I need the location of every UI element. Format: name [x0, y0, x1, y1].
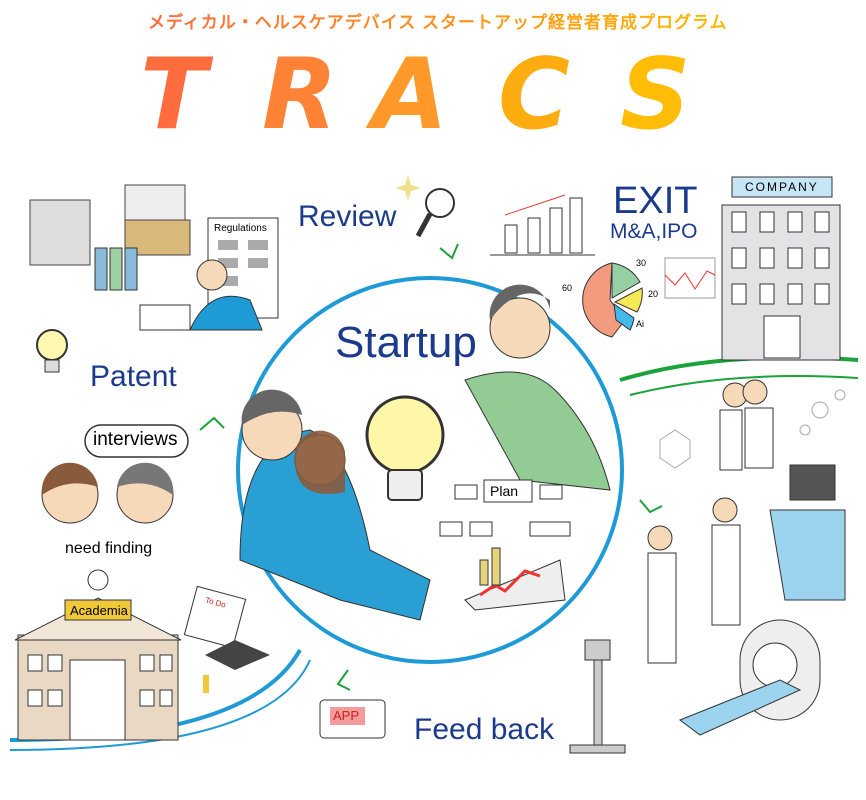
magnifier-icon: [415, 188, 455, 238]
molecule-icon: [659, 389, 846, 469]
academia-building-icon: [14, 569, 182, 741]
logo-letter-r: R: [262, 38, 338, 152]
logo-letter-s: S: [620, 38, 691, 152]
patent-lightbulb-icon: [36, 329, 68, 373]
ultrasound-machine-icon: [769, 464, 846, 601]
speech-bubble: [84, 424, 189, 458]
document-stack-icon: [29, 184, 191, 266]
program-subtitle: メディカル・ヘルスケアデバイス スタートアップ経営者育成プログラム: [148, 8, 728, 33]
plan-flowchart: [439, 479, 571, 537]
patent-label: Patent: [90, 360, 177, 393]
exit-label: EXIT: [613, 180, 698, 222]
regulations-label: Regulations: [214, 223, 267, 234]
app-label: APP: [333, 708, 360, 723]
need-finding-label: need finding: [65, 540, 153, 557]
pie-label-20: 20: [648, 289, 659, 299]
pie-label-30: 30: [636, 258, 647, 268]
graduation-cap-icon: [203, 640, 270, 693]
academia-label: Academia: [70, 603, 128, 618]
pie-label-60: 60: [562, 283, 573, 293]
plan-label: Plan: [490, 483, 519, 499]
interview-people-icon: [41, 462, 174, 524]
pie-label-ai: Ai: [636, 319, 645, 329]
logo-letter-c: C: [498, 38, 570, 152]
logo-letter-a: A: [372, 38, 448, 152]
exit-subtitle: M&A,IPO: [610, 220, 698, 243]
office-worker-icon: [139, 259, 263, 331]
pie-chart-icon: [582, 262, 643, 338]
mri-scanner-icon: [678, 619, 821, 736]
interviews-label: interviews: [93, 429, 178, 450]
cycle-ring: [236, 276, 624, 664]
binders-icon: [94, 247, 138, 291]
company-building-icon: [721, 176, 841, 361]
todo-list-icon: [183, 585, 247, 649]
logo-letter-t: T: [140, 38, 207, 152]
idea-lightbulb-icon: [365, 395, 445, 501]
line-chart-icon: [664, 257, 716, 299]
feedback-label: Feed back: [414, 713, 555, 746]
surgical-robot-icon: [569, 639, 626, 754]
bar-chart-icon: [490, 194, 595, 256]
company-sign: COMPANY: [745, 180, 819, 194]
startup-founders-illustration: [239, 284, 611, 621]
growth-chart-icon: [464, 547, 566, 611]
startup-label: Startup: [335, 318, 477, 367]
review-label: Review: [298, 200, 397, 233]
tablet-app-icon: [319, 699, 386, 739]
sparkle-icon: [395, 175, 421, 201]
doctors-illustration: [647, 379, 774, 664]
